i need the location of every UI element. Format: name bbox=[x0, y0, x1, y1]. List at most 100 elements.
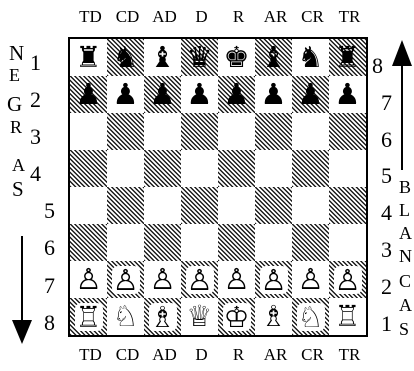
square-tr-5[interactable] bbox=[329, 187, 366, 224]
square-cr-3[interactable] bbox=[292, 113, 329, 150]
square-cd-4[interactable] bbox=[107, 150, 144, 187]
chess-piece[interactable]: ♙ bbox=[218, 261, 255, 298]
chess-piece[interactable]: ♙ bbox=[181, 261, 218, 298]
square-ar-2[interactable]: ♟ bbox=[255, 76, 292, 113]
square-ad-1[interactable]: ♝ bbox=[144, 39, 181, 76]
square-tr-3[interactable] bbox=[329, 113, 366, 150]
square-ad-4[interactable] bbox=[144, 150, 181, 187]
chess-piece[interactable]: ♟ bbox=[144, 76, 181, 113]
square-r-3[interactable] bbox=[218, 113, 255, 150]
chess-piece[interactable]: ♞ bbox=[292, 39, 329, 76]
chess-piece[interactable]: ♘ bbox=[292, 298, 329, 335]
square-d-2[interactable]: ♟ bbox=[181, 76, 218, 113]
square-d-4[interactable] bbox=[181, 150, 218, 187]
square-ad-2[interactable]: ♟ bbox=[144, 76, 181, 113]
chess-piece[interactable]: ♕ bbox=[181, 298, 218, 335]
square-cr-5[interactable] bbox=[292, 187, 329, 224]
square-d-3[interactable] bbox=[181, 113, 218, 150]
square-r-4[interactable] bbox=[218, 150, 255, 187]
chess-piece[interactable]: ♟ bbox=[218, 76, 255, 113]
square-cr-4[interactable] bbox=[292, 150, 329, 187]
chess-piece[interactable]: ♟ bbox=[70, 76, 107, 113]
square-td-7[interactable]: ♙ bbox=[70, 261, 107, 298]
chess-piece[interactable]: ♙ bbox=[292, 261, 329, 298]
square-tr-8[interactable]: ♖ bbox=[329, 298, 366, 335]
square-td-8[interactable]: ♖ bbox=[70, 298, 107, 335]
square-r-7[interactable]: ♙ bbox=[218, 261, 255, 298]
left-side-letter: S bbox=[12, 178, 24, 200]
square-r-2[interactable]: ♟ bbox=[218, 76, 255, 113]
square-r-6[interactable] bbox=[218, 224, 255, 261]
square-cd-7[interactable]: ♙ bbox=[107, 261, 144, 298]
square-cd-8[interactable]: ♘ bbox=[107, 298, 144, 335]
square-cd-2[interactable]: ♟ bbox=[107, 76, 144, 113]
file-label-td-top: TD bbox=[72, 6, 109, 28]
square-ar-3[interactable] bbox=[255, 113, 292, 150]
square-tr-1[interactable]: ♜ bbox=[329, 39, 366, 76]
square-ar-7[interactable]: ♙ bbox=[255, 261, 292, 298]
square-tr-7[interactable]: ♙ bbox=[329, 261, 366, 298]
square-cd-6[interactable] bbox=[107, 224, 144, 261]
square-cd-1[interactable]: ♞ bbox=[107, 39, 144, 76]
square-ad-5[interactable] bbox=[144, 187, 181, 224]
square-r-8[interactable]: ♔ bbox=[218, 298, 255, 335]
square-cr-2[interactable]: ♟ bbox=[292, 76, 329, 113]
chess-piece[interactable]: ♔ bbox=[218, 298, 255, 335]
square-td-6[interactable] bbox=[70, 224, 107, 261]
square-d-6[interactable] bbox=[181, 224, 218, 261]
chess-piece[interactable]: ♛ bbox=[181, 39, 218, 76]
chess-piece[interactable]: ♖ bbox=[329, 298, 366, 335]
chess-piece[interactable]: ♙ bbox=[144, 261, 181, 298]
square-cr-6[interactable] bbox=[292, 224, 329, 261]
chess-piece[interactable]: ♝ bbox=[255, 39, 292, 76]
square-ar-6[interactable] bbox=[255, 224, 292, 261]
chess-piece[interactable]: ♟ bbox=[255, 76, 292, 113]
chess-piece[interactable]: ♟ bbox=[181, 76, 218, 113]
square-r-5[interactable] bbox=[218, 187, 255, 224]
chess-piece[interactable]: ♙ bbox=[255, 261, 292, 298]
chess-piece[interactable]: ♟ bbox=[107, 76, 144, 113]
left-rank-6: 6 bbox=[44, 236, 64, 260]
square-ad-6[interactable] bbox=[144, 224, 181, 261]
square-cd-5[interactable] bbox=[107, 187, 144, 224]
square-tr-2[interactable]: ♟ bbox=[329, 76, 366, 113]
square-tr-6[interactable] bbox=[329, 224, 366, 261]
chess-piece[interactable]: ♜ bbox=[70, 39, 107, 76]
chess-piece[interactable]: ♘ bbox=[107, 298, 144, 335]
chess-piece[interactable]: ♙ bbox=[107, 261, 144, 298]
chess-piece[interactable]: ♖ bbox=[70, 298, 107, 335]
chess-piece[interactable]: ♙ bbox=[70, 261, 107, 298]
square-td-3[interactable] bbox=[70, 113, 107, 150]
chess-piece[interactable]: ♟ bbox=[329, 76, 366, 113]
left-rank-4: 4 bbox=[30, 162, 50, 186]
square-ad-7[interactable]: ♙ bbox=[144, 261, 181, 298]
square-ad-3[interactable] bbox=[144, 113, 181, 150]
chess-piece[interactable]: ♗ bbox=[255, 298, 292, 335]
square-ar-1[interactable]: ♝ bbox=[255, 39, 292, 76]
square-td-1[interactable]: ♜ bbox=[70, 39, 107, 76]
square-tr-4[interactable] bbox=[329, 150, 366, 187]
square-d-8[interactable]: ♕ bbox=[181, 298, 218, 335]
chess-piece[interactable]: ♗ bbox=[144, 298, 181, 335]
square-cr-1[interactable]: ♞ bbox=[292, 39, 329, 76]
chess-piece[interactable]: ♟ bbox=[292, 76, 329, 113]
square-d-1[interactable]: ♛ bbox=[181, 39, 218, 76]
square-cd-3[interactable] bbox=[107, 113, 144, 150]
square-ad-8[interactable]: ♗ bbox=[144, 298, 181, 335]
square-td-5[interactable] bbox=[70, 187, 107, 224]
square-d-7[interactable]: ♙ bbox=[181, 261, 218, 298]
square-r-1[interactable]: ♚ bbox=[218, 39, 255, 76]
chess-piece[interactable]: ♚ bbox=[218, 39, 255, 76]
square-ar-8[interactable]: ♗ bbox=[255, 298, 292, 335]
square-d-5[interactable] bbox=[181, 187, 218, 224]
chess-piece[interactable]: ♙ bbox=[329, 261, 366, 298]
chess-piece[interactable]: ♜ bbox=[329, 39, 366, 76]
chess-piece[interactable]: ♞ bbox=[107, 39, 144, 76]
square-td-4[interactable] bbox=[70, 150, 107, 187]
square-cr-7[interactable]: ♙ bbox=[292, 261, 329, 298]
chess-piece[interactable]: ♝ bbox=[144, 39, 181, 76]
square-ar-5[interactable] bbox=[255, 187, 292, 224]
square-td-2[interactable]: ♟ bbox=[70, 76, 107, 113]
square-ar-4[interactable] bbox=[255, 150, 292, 187]
square-cr-8[interactable]: ♘ bbox=[292, 298, 329, 335]
